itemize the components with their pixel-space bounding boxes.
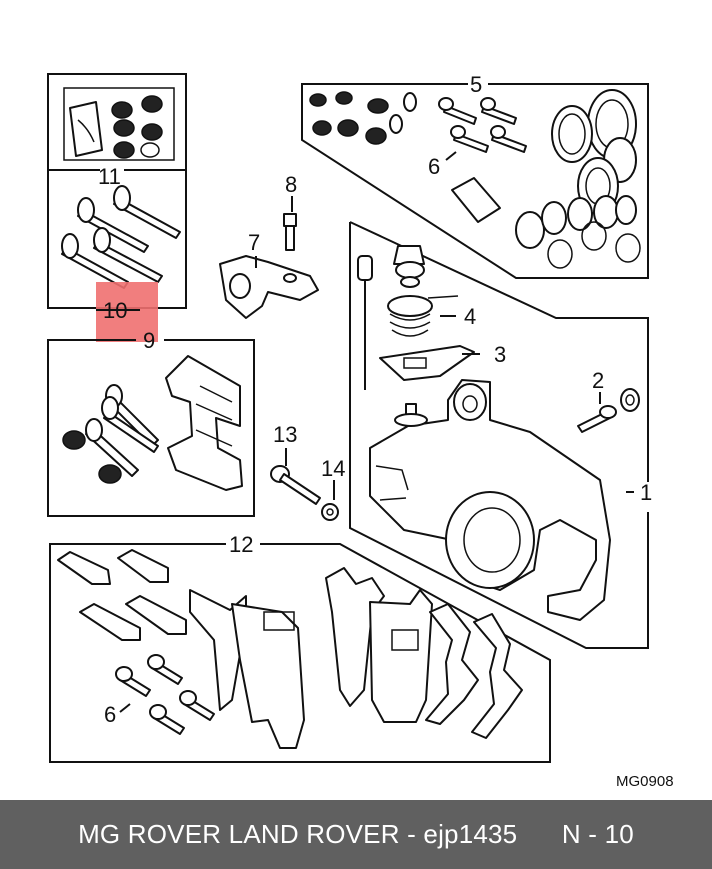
footer-text: MG ROVER LAND ROVER - ejp1435 bbox=[78, 819, 518, 849]
callout-14: 14 bbox=[321, 456, 345, 481]
exploded-parts-diagram: 1 2 3 4 5 6 6 7 8 9 10 11 12 13 14 MG090… bbox=[47, 72, 674, 790]
footer-bar: MG ROVER LAND ROVER - ejp1435 N - 10 bbox=[0, 800, 712, 869]
callout-10-highlight bbox=[96, 282, 158, 342]
kit-box-12 bbox=[49, 543, 551, 763]
callout-11: 11 bbox=[98, 164, 121, 189]
callout-13: 13 bbox=[273, 422, 297, 447]
callout-6-upper: 6 bbox=[428, 154, 440, 179]
callout-10: 10 bbox=[103, 298, 127, 323]
callout-4: 4 bbox=[464, 304, 476, 329]
diagram-code: MG0908 bbox=[616, 773, 674, 790]
callout-6-lower: 6 bbox=[104, 702, 116, 727]
bolt-13-washer-14 bbox=[270, 465, 339, 521]
callout-12: 12 bbox=[229, 532, 253, 557]
footer-page: N - 10 bbox=[561, 819, 634, 849]
kit-box-5 bbox=[301, 83, 649, 279]
callout-7: 7 bbox=[248, 230, 260, 255]
footer-spacer bbox=[517, 819, 562, 850]
callout-9: 9 bbox=[143, 328, 155, 353]
kit-box-11 bbox=[47, 73, 187, 309]
leader-lines bbox=[96, 151, 634, 713]
callout-5: 5 bbox=[470, 72, 482, 97]
callout-1: 1 bbox=[640, 480, 652, 505]
callout-8: 8 bbox=[285, 172, 297, 197]
callout-3: 3 bbox=[494, 342, 506, 367]
caliper-assembly-box-1 bbox=[349, 221, 649, 649]
bracket-7 bbox=[219, 213, 319, 319]
kit-box-9 bbox=[47, 339, 255, 517]
callout-2: 2 bbox=[592, 368, 604, 393]
